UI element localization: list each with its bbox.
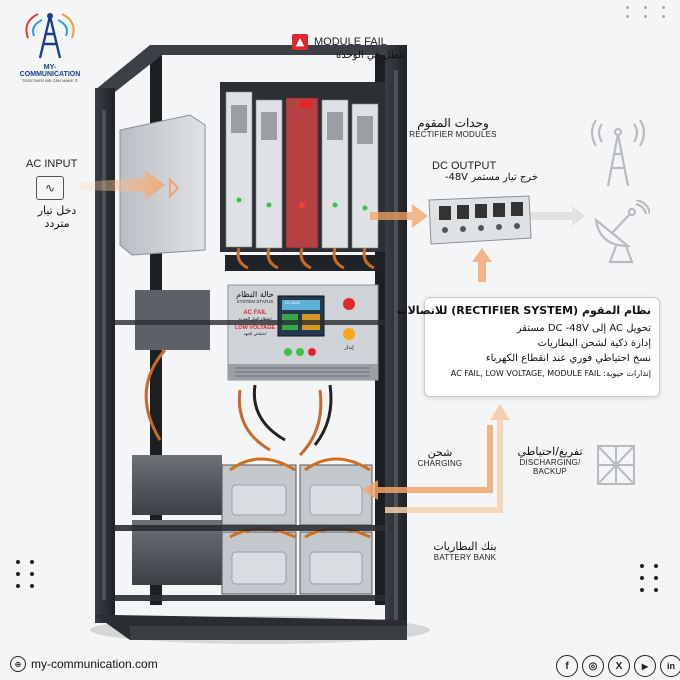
low-voltage-arabic: انخفاض الجهد bbox=[243, 331, 267, 336]
info-line: إنذارات حيوية: AC FAIL, LOW VOLTAGE, MOD… bbox=[450, 369, 651, 378]
linkedin-icon[interactable]: in bbox=[660, 655, 680, 677]
battery-bank-callout: بنك البطاريات BATTERY BANK bbox=[420, 540, 510, 562]
charging-label: CHARGING bbox=[417, 459, 463, 468]
battery-label: BATTERY BANK bbox=[433, 553, 497, 562]
globe-icon: ⊕ bbox=[10, 656, 26, 672]
status-label: SYSTEM STATUS bbox=[236, 299, 274, 304]
dc-output-arabic: خرج تيار مستمر 48V- bbox=[444, 172, 538, 183]
battery-arabic: بنك البطاريات bbox=[433, 540, 497, 553]
rectifier-modules-callout: وحدات المقوم RECTIFIER MODULES bbox=[398, 116, 508, 139]
status-arabic: حالة النظام bbox=[236, 290, 274, 299]
brand-logo: MY-COMMUNICATION TOGETHER WE CAN MAKE IT bbox=[18, 8, 82, 83]
charging-arabic: شحن bbox=[427, 446, 453, 459]
rectifier-system-info-box: نظام المقوم (RECTIFIER SYSTEM) للاتصالات… bbox=[396, 297, 660, 397]
ac-fail-arabic: انقطاع التيار المتردد bbox=[238, 316, 272, 321]
dc-output-label: DC OUTPUT bbox=[432, 160, 497, 172]
dc-output-distribution-box bbox=[428, 195, 532, 245]
ac-input-arabic-1: دخل تيار bbox=[37, 204, 77, 217]
discharging-callout: تفريغ/احتياطي DISCHARGING/ BACKUP bbox=[505, 445, 595, 476]
rectifier-label: RECTIFIER MODULES bbox=[409, 130, 497, 139]
info-line: تحويل AC إلى DC -48V مستقر bbox=[516, 323, 651, 334]
cell-tower-icon bbox=[590, 120, 646, 187]
discharging-label-2: BACKUP bbox=[532, 467, 568, 476]
module-fail-label: MODULE FAIL bbox=[314, 36, 387, 48]
ac-input-arabic-2: متردد bbox=[44, 217, 70, 230]
system-status-panel: حالة النظام SYSTEM STATUS AC FAIL انقطاع… bbox=[230, 290, 280, 336]
backup-battery-icon bbox=[597, 445, 635, 485]
discharging-label-1: DISCHARGING/ bbox=[519, 458, 581, 467]
decorative-dots-top bbox=[626, 6, 672, 18]
module-fail-callout: ▲ MODULE FAIL عطل في الوحدة bbox=[292, 34, 412, 61]
dc-output-callout: DC OUTPUT خرج تيار مستمر 48V- bbox=[432, 160, 542, 183]
ac-input-label: AC INPUT bbox=[26, 158, 78, 170]
ac-fail-label: AC FAIL bbox=[243, 310, 267, 316]
info-line: إدارة ذكية لشحن البطاريات bbox=[537, 338, 651, 349]
decorative-dots-right bbox=[640, 564, 660, 592]
brand-name: MY-COMMUNICATION bbox=[19, 64, 81, 78]
info-title: نظام المقوم (RECTIFIER SYSTEM) للاتصالات bbox=[396, 304, 651, 317]
facebook-icon[interactable]: f bbox=[556, 655, 578, 677]
low-voltage-label: LOW VOLTAGE bbox=[234, 325, 276, 331]
x-icon[interactable]: X bbox=[608, 655, 630, 677]
website-text: my-communication.com bbox=[31, 657, 158, 671]
tower-logo-icon bbox=[25, 13, 75, 59]
social-links: f ◎ X ▶ in bbox=[556, 655, 680, 677]
ac-input-callout: AC INPUT ∿ دخل تيار متردد bbox=[22, 158, 92, 230]
instagram-icon[interactable]: ◎ bbox=[582, 655, 604, 677]
module-fail-arabic: عطل في الوحدة bbox=[336, 50, 405, 61]
discharging-arabic: تفريغ/احتياطي bbox=[517, 445, 583, 458]
dc-bus-label: DC BUS bbox=[285, 300, 301, 305]
rectifier-arabic: وحدات المقوم bbox=[417, 116, 489, 130]
charging-callout: شحن CHARGING bbox=[405, 446, 475, 468]
info-line: نسخ احتياطي فوري عند انقطاع الكهرباء bbox=[485, 353, 651, 364]
youtube-icon[interactable]: ▶ bbox=[634, 655, 656, 677]
decorative-dots-left bbox=[16, 560, 36, 588]
satellite-dish-icon bbox=[594, 200, 650, 264]
alert-icon: ▲ bbox=[292, 34, 308, 50]
website-link[interactable]: ⊕ my-communication.com bbox=[10, 656, 158, 672]
alarm-label: إنذار bbox=[344, 345, 354, 351]
brand-tagline: TOGETHER WE CAN MAKE IT bbox=[21, 78, 79, 83]
sine-wave-icon: ∿ bbox=[36, 176, 64, 200]
